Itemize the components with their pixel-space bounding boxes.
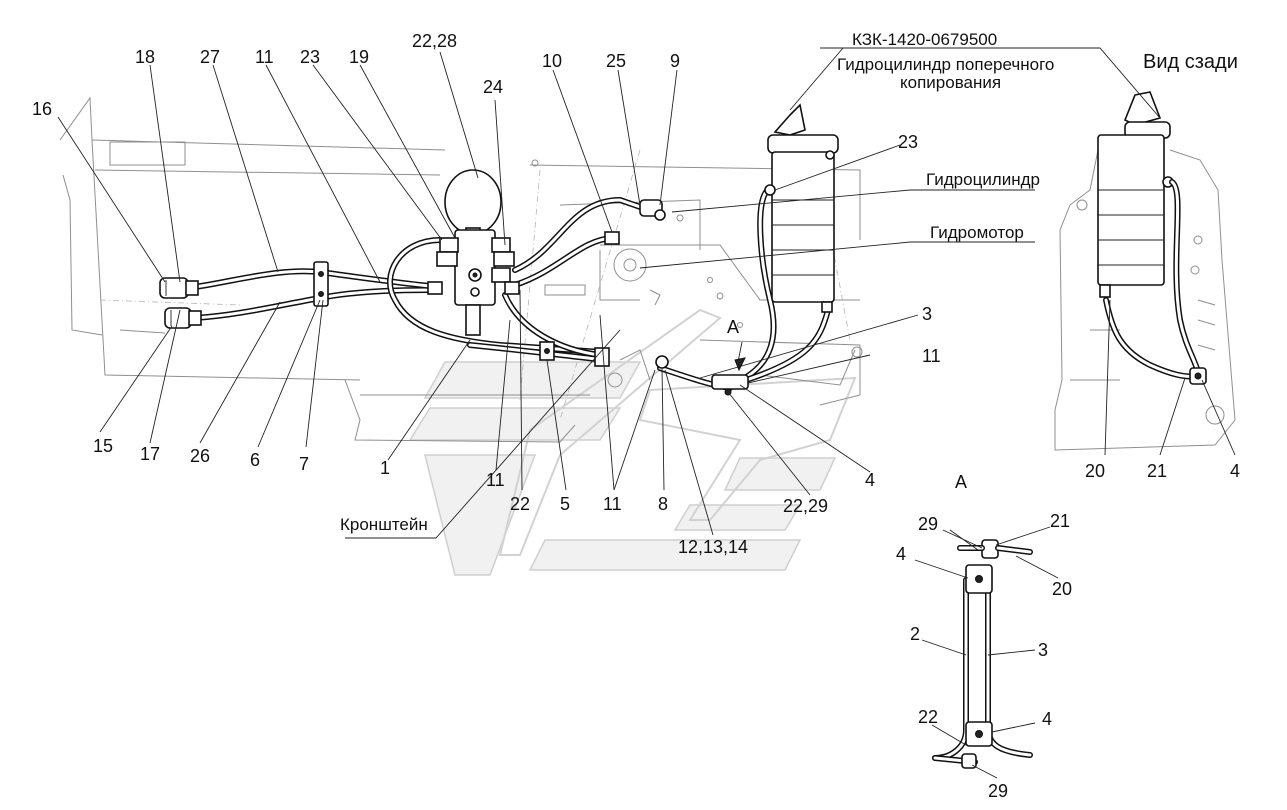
hydraulic-hoses	[192, 187, 831, 391]
valve-11-body	[711, 374, 749, 390]
callout-23-cyl: 23	[898, 132, 918, 152]
callout-1: 1	[380, 458, 390, 478]
valve-block	[427, 169, 520, 336]
label-cylinder: Гидроцилиндр	[926, 170, 1040, 189]
callout-29-detail-bottom: 29	[988, 781, 1008, 801]
callout-11-bottom: 11	[486, 470, 505, 490]
callout-25: 25	[606, 51, 626, 71]
rear-view-body-outline	[1054, 139, 1236, 451]
callout-17: 17	[140, 444, 160, 464]
callout-5: 5	[560, 494, 570, 514]
callout-4-rear: 4	[1230, 461, 1240, 481]
callout-7: 7	[299, 454, 309, 474]
callout-15: 15	[93, 436, 113, 456]
callout-21-rear: 21	[1147, 461, 1167, 481]
label-part-number: КЗК-1420-0679500	[852, 30, 997, 49]
callout-10: 10	[542, 51, 562, 71]
callout-26: 26	[190, 446, 210, 466]
hose-cylinder-left	[727, 187, 777, 388]
label-bracket: Кронштейн	[340, 515, 428, 534]
callout-20-detail: 20	[1052, 579, 1072, 599]
callout-3: 3	[922, 304, 932, 324]
quick-couplers	[159, 261, 329, 329]
hose-to-fitting-9	[512, 197, 658, 273]
label-motor: Гидромотор	[930, 223, 1024, 242]
detail-view-a	[932, 539, 1033, 769]
callout-20-rear: 20	[1085, 461, 1105, 481]
fitting-5	[539, 341, 555, 361]
clamp-6-7	[313, 261, 329, 307]
callout-22-28: 22,28	[412, 31, 457, 51]
fitting-lower-right	[594, 347, 610, 367]
callout-16: 16	[32, 99, 52, 119]
hydraulic-cylinder-main	[764, 103, 839, 313]
callout-3-detail: 3	[1038, 640, 1048, 660]
label-cylinder-cross: Гидроцилиндр поперечного	[837, 55, 1054, 74]
fitting-8	[655, 355, 669, 369]
callout-4-detail-top: 4	[896, 544, 906, 564]
hose-to-valve-right	[502, 292, 603, 358]
callout-18: 18	[135, 47, 155, 67]
callout-2-detail: 2	[910, 624, 920, 644]
label-view-a-detail: А	[955, 472, 967, 492]
callout-23: 23	[300, 47, 320, 67]
callout-9: 9	[670, 51, 680, 71]
fitting-9	[639, 199, 666, 221]
fitting-10	[604, 231, 620, 245]
callout-4-detail-bottom: 4	[1042, 709, 1052, 729]
callout-24: 24	[483, 77, 503, 97]
callout-29-detail-top: 29	[918, 514, 938, 534]
callout-21-detail: 21	[1050, 511, 1070, 531]
accumulator	[444, 169, 502, 235]
text-labels: КЗК-1420-0679500 Гидроцилиндр поперечног…	[32, 30, 1240, 801]
coupler-16	[159, 277, 199, 299]
hose-16-18	[192, 268, 433, 290]
watermark-logo	[408, 308, 857, 576]
callout-11-bottom-right: 11	[603, 494, 622, 514]
callout-11: 11	[255, 47, 274, 67]
label-rear-view: Вид сзади	[1143, 51, 1238, 73]
label-cylinder-cross-2: копирования	[900, 73, 1001, 92]
callout-19: 19	[349, 47, 369, 67]
hose-to-fitting-10	[512, 235, 615, 288]
hose-cylinder-right	[737, 307, 831, 385]
coupler-15	[164, 307, 202, 329]
callout-6: 6	[250, 450, 260, 470]
callout-4-main: 4	[865, 470, 875, 490]
callout-12-13-14: 12,13,14	[678, 537, 748, 557]
hose-loop-left	[387, 237, 603, 355]
label-view-a-main: А	[727, 317, 739, 337]
callout-22: 22	[510, 494, 530, 514]
leader-lines	[57, 47, 1236, 779]
hydraulic-cylinder-rear	[1097, 91, 1207, 385]
callout-22-29: 22,29	[783, 496, 828, 516]
callout-27: 27	[200, 47, 220, 67]
callout-8: 8	[658, 494, 668, 514]
callout-11-right: 11	[922, 346, 941, 366]
callout-22-detail: 22	[918, 707, 938, 727]
